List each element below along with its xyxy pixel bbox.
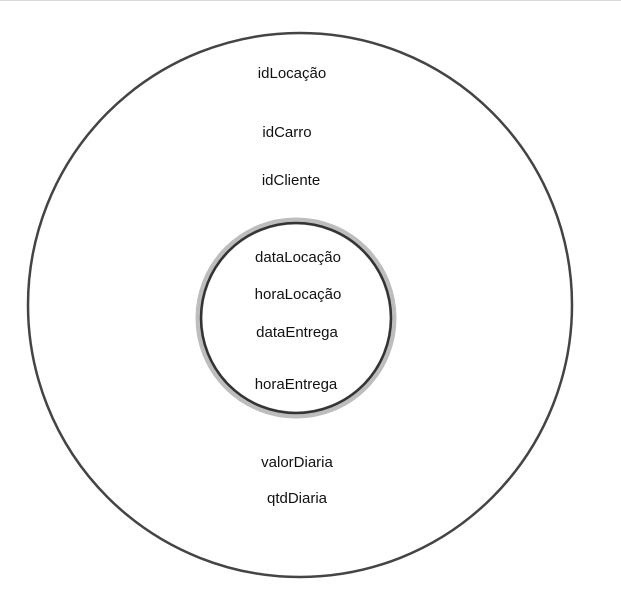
attr-idCliente: idCliente (261, 172, 321, 189)
attr-dataLocacao: dataLocação (255, 249, 341, 266)
top-border (0, 0, 621, 1)
attr-horaEntrega: horaEntrega (254, 376, 338, 393)
attr-idCarro: idCarro (262, 124, 312, 141)
inner-circle-halo (195, 217, 397, 419)
outer-circle (26, 31, 574, 579)
inner-circle (199, 221, 393, 415)
attr-idLocacao: idLocação (257, 65, 327, 82)
attr-valorDiaria: valorDiaria (261, 454, 333, 471)
attr-qtdDiaria: qtdDiaria (266, 490, 328, 507)
attr-horaLocacao: horaLocação (254, 286, 342, 303)
attr-dataEntrega: dataEntrega (256, 324, 338, 341)
